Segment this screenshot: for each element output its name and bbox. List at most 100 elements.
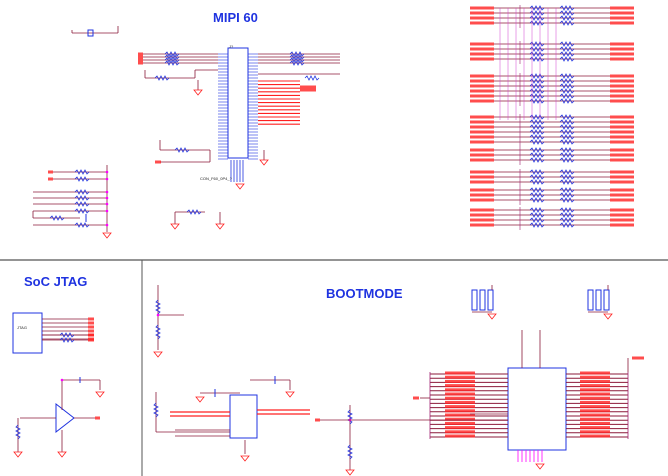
junction-dot (105, 202, 109, 206)
net-label (610, 74, 634, 78)
net-label (445, 434, 475, 438)
net-label (610, 135, 634, 139)
switch-symbol (471, 289, 478, 311)
ground-icon (285, 391, 295, 398)
net-label (445, 392, 475, 396)
net-label (138, 52, 143, 56)
resistor-symbol (559, 187, 575, 193)
switch-symbol (595, 289, 602, 311)
resistor-symbol (49, 215, 65, 221)
net-label (470, 198, 494, 202)
switch-symbol (487, 289, 494, 311)
net-label (470, 99, 494, 103)
resistor-symbol (559, 41, 575, 47)
resistor-symbol (289, 60, 305, 66)
net-label (580, 405, 610, 409)
net-label (610, 158, 634, 162)
jtag-section-title: SoC JTAG (24, 274, 88, 289)
net-label (445, 405, 475, 409)
resistor-symbol (529, 88, 545, 94)
resistor-symbol (559, 207, 575, 213)
net-label (470, 84, 494, 88)
net-label (610, 16, 634, 20)
resistor-symbol (529, 192, 545, 198)
net-label (470, 135, 494, 139)
ground-icon (259, 159, 269, 166)
net-label (445, 409, 475, 413)
resistor-symbol (559, 93, 575, 99)
resistor-symbol (559, 56, 575, 62)
ground-icon (195, 396, 205, 403)
ground-icon (345, 469, 355, 476)
net-label (580, 379, 610, 383)
net-label (580, 375, 610, 379)
resistor-symbol (529, 119, 545, 125)
net-label (48, 170, 53, 174)
net-label (445, 396, 475, 400)
junction-dot (105, 190, 109, 194)
resistor-symbol (559, 83, 575, 89)
resistor-symbol (74, 222, 90, 228)
resistor-symbol (559, 46, 575, 52)
net-label (470, 115, 494, 119)
resistor-symbol (559, 5, 575, 11)
resistor-symbol (59, 337, 75, 343)
net-label (300, 85, 316, 89)
resistor-symbol (15, 424, 21, 440)
resistor-symbol (559, 73, 575, 79)
net-label (580, 371, 610, 375)
net-label (610, 125, 634, 129)
junction-dot (105, 223, 109, 227)
net-label (580, 434, 610, 438)
resistor-symbol (164, 51, 180, 57)
net-label (48, 177, 53, 181)
net-label (445, 379, 475, 383)
resistor-symbol (164, 57, 180, 63)
resistor-symbol (74, 176, 90, 182)
resistor-symbol (529, 93, 545, 99)
resistor-symbol (559, 217, 575, 223)
bootmode-ic (507, 367, 567, 451)
net-label (470, 6, 494, 10)
resistor-symbol (529, 207, 545, 213)
resistor-symbol (304, 75, 320, 81)
net-label (470, 89, 494, 93)
net-label (580, 413, 610, 417)
junction-dot (105, 196, 109, 200)
net-label (88, 321, 94, 325)
ground-icon (215, 223, 225, 230)
net-label (610, 218, 634, 222)
resistor-symbol (155, 299, 161, 315)
net-label (470, 180, 494, 184)
resistor-symbol (529, 5, 545, 11)
bootmode-section-title: BOOTMODE (326, 286, 403, 301)
resistor-symbol (529, 124, 545, 130)
resistor-symbol (529, 134, 545, 140)
net-label (470, 213, 494, 217)
net-label (300, 88, 316, 92)
net-label (315, 418, 320, 422)
net-label (470, 79, 494, 83)
net-label (610, 148, 634, 152)
net-label (470, 21, 494, 25)
mipi-section-title: MIPI 60 (213, 10, 258, 25)
net-label (470, 52, 494, 56)
net-label (88, 333, 94, 337)
net-label (580, 396, 610, 400)
resistor-symbol (153, 402, 159, 418)
resistor-symbol (559, 114, 575, 120)
net-label (445, 426, 475, 430)
net-label (610, 57, 634, 61)
net-label (610, 170, 634, 174)
resistor-symbol (186, 209, 202, 215)
resistor-symbol (529, 147, 545, 153)
resistor-symbol (529, 15, 545, 21)
resistor-symbol (74, 201, 90, 207)
ground-icon (535, 463, 545, 470)
junction-dot (156, 313, 160, 317)
resistor-symbol (559, 139, 575, 145)
resistor-symbol (529, 222, 545, 228)
net-label (470, 140, 494, 144)
net-label (88, 325, 94, 329)
net-label (445, 417, 475, 421)
